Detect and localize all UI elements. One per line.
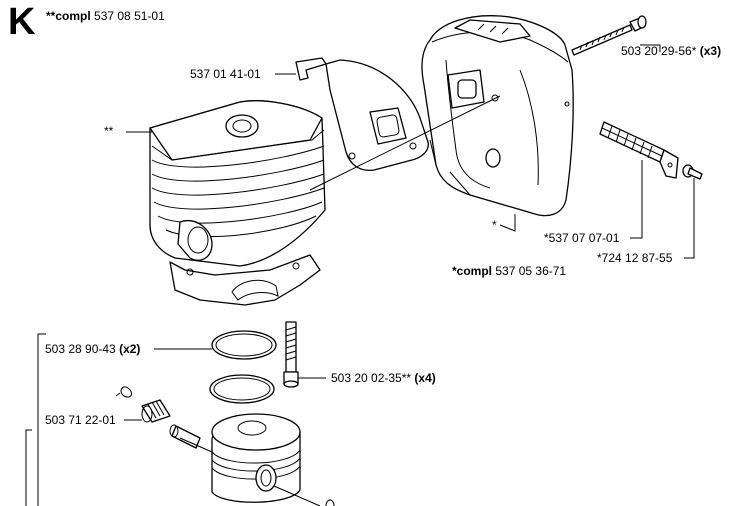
needle-bearing-part-number: 503 71 22-01 <box>45 413 116 427</box>
bracket-part-number: 537 01 41-01 <box>190 67 261 81</box>
section-compl-prefix: **compl <box>46 9 91 23</box>
muffler-bolt-label: 503 20 29-56* (x3) <box>621 44 721 58</box>
section-letter: K <box>8 1 36 43</box>
piston-rings-qty: (x2) <box>119 342 141 356</box>
piston-part <box>211 413 301 503</box>
muffler-bolt-part <box>571 15 647 56</box>
muffler-part <box>421 15 574 217</box>
circlip-part <box>115 386 132 398</box>
muffler-compl-number: 537 05 36-71 <box>495 264 567 278</box>
muffler-compl-label: *compl 537 05 36-71 <box>452 264 566 278</box>
cylinder-bolt-label: 503 20 02-35** (x4) <box>331 371 436 385</box>
muffler-bolt-number: 503 20 29-56* <box>621 44 697 58</box>
leader-lines <box>25 44 695 506</box>
piston-pin-part <box>169 424 201 449</box>
muffler-gasket-part <box>295 57 499 171</box>
screen-part-number: *537 07 07-01 <box>544 231 620 245</box>
needle-bearing-part <box>141 399 171 423</box>
cylinder-bolt-qty: (x4) <box>414 371 436 385</box>
spark-screen-part <box>599 121 679 179</box>
cylinder-bolt-part <box>283 321 299 388</box>
cylinder-bolt-number: 503 20 02-35** <box>331 371 412 385</box>
small-screw-part <box>682 164 703 180</box>
cylinder-part <box>149 100 326 306</box>
muffler-compl-prefix: *compl <box>452 264 493 278</box>
screw-part-number: *724 12 87-55 <box>597 251 673 265</box>
piston-rings-number: 503 28 90-43 <box>45 342 116 356</box>
piston-rings-label: 503 28 90-43 (x2) <box>45 342 140 356</box>
section-compl-label: **compl 537 08 51-01 <box>46 9 165 23</box>
muffler-marker-label: * <box>492 218 497 232</box>
section-compl-number: 537 08 51-01 <box>94 9 165 23</box>
cylinder-marker-label: ** <box>104 124 114 138</box>
piston-rings-part <box>209 330 277 404</box>
muffler-bolt-qty: (x3) <box>699 44 722 58</box>
